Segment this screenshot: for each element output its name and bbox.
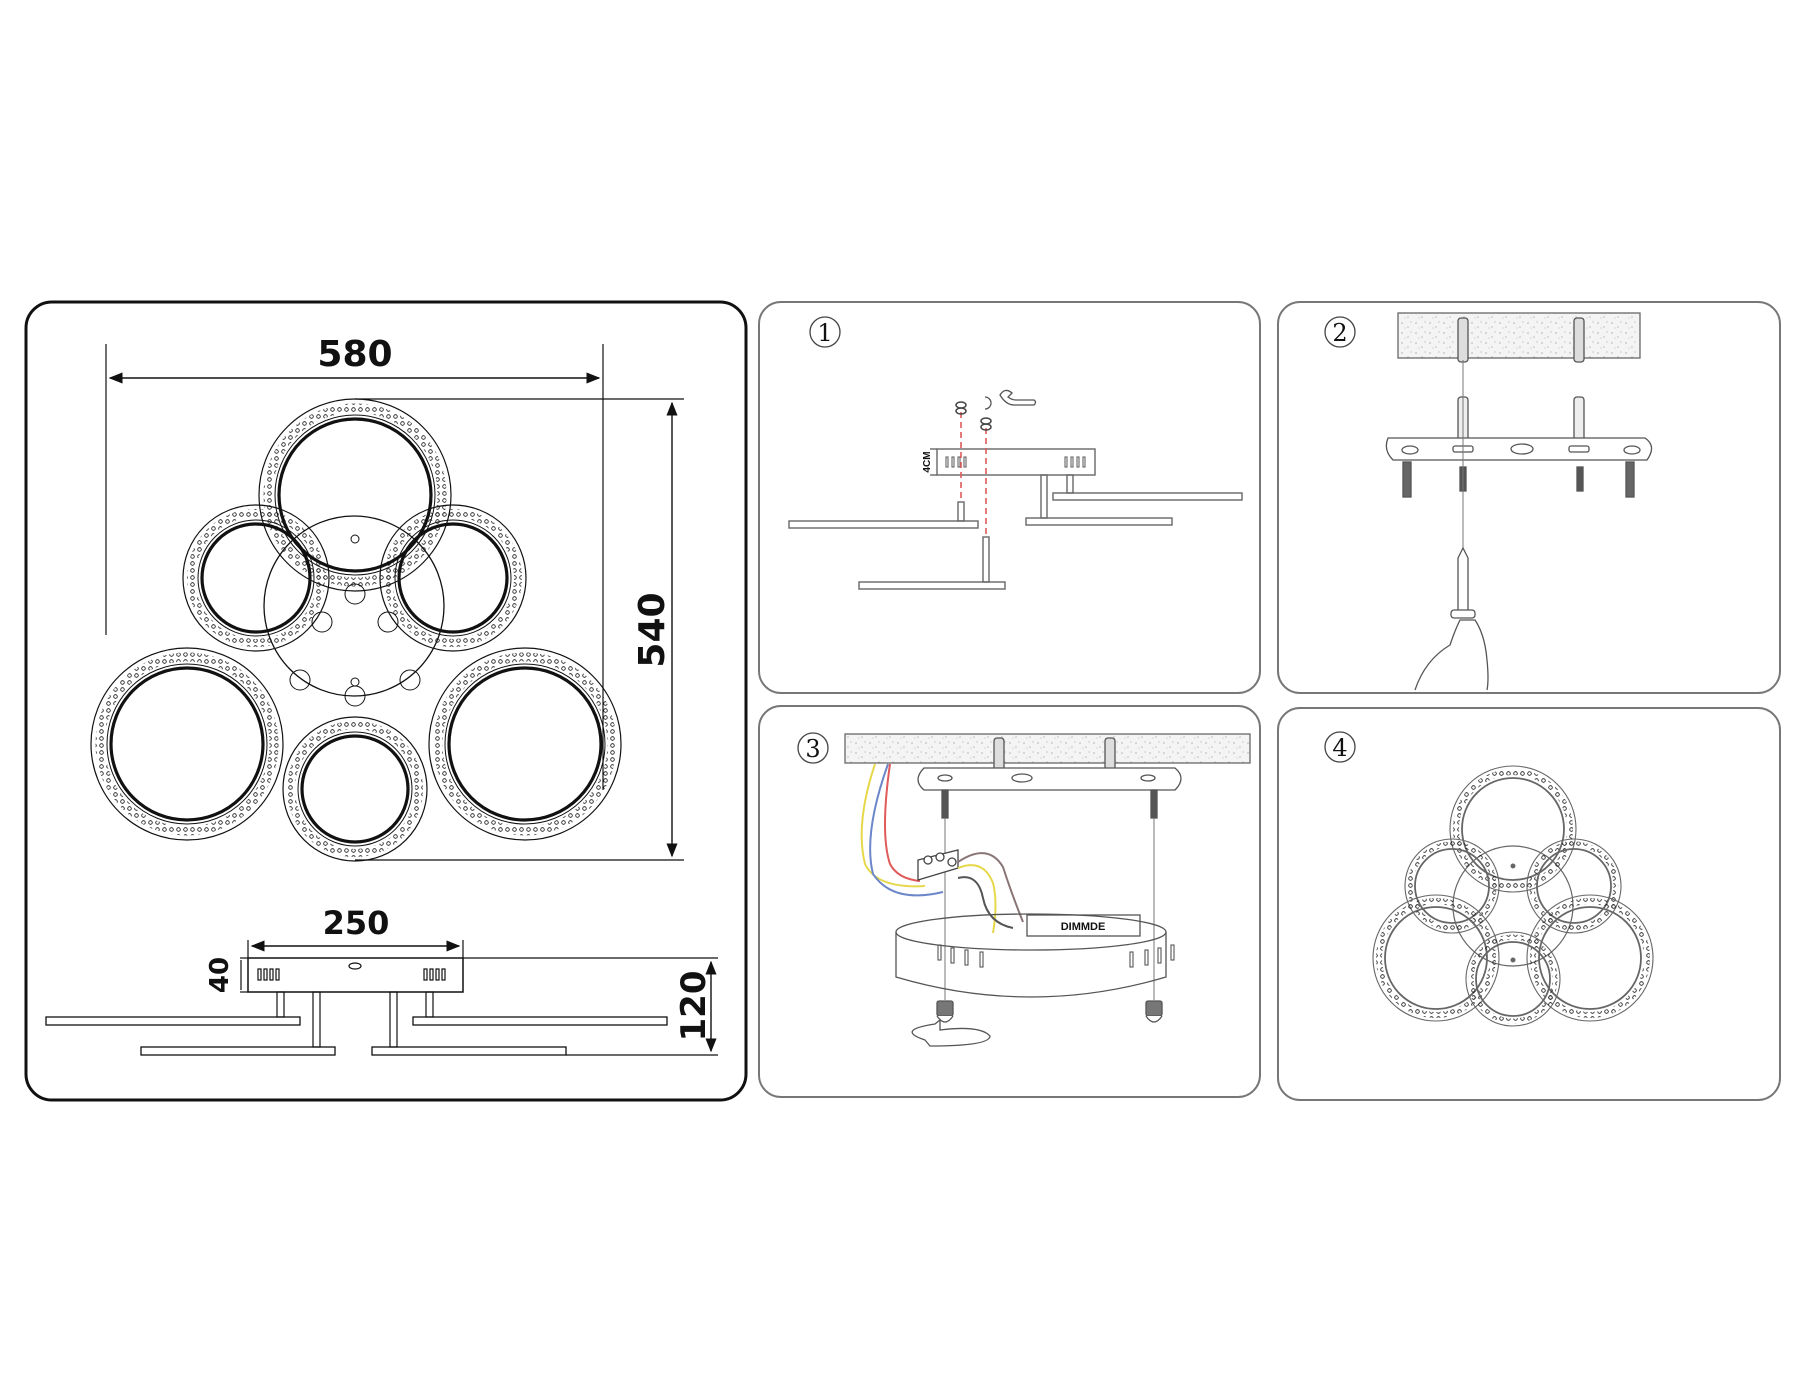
- ring-bottom-center: [282, 716, 428, 862]
- ring-mid-right: [379, 504, 527, 652]
- mounting-bracket: [917, 767, 1182, 791]
- ceiling-block: [844, 733, 1251, 764]
- height-dimension: 540: [355, 398, 684, 861]
- hand-icon: [1414, 619, 1489, 691]
- step-3-number: 3: [805, 735, 820, 763]
- step-1-illustration: 4CM: [788, 389, 1243, 590]
- cap-nut-icon: [1145, 1000, 1163, 1017]
- step-3-panel: 3: [758, 705, 1261, 1098]
- screwdriver-icon: [1457, 546, 1469, 614]
- step-3-illustration: DIMMDE: [844, 733, 1251, 1047]
- step-2-number: 2: [1332, 319, 1347, 347]
- canopy-width-label: 250: [323, 904, 390, 942]
- wrench-icon: [984, 389, 1037, 410]
- lamp-top-view: [90, 398, 622, 862]
- ring-mid-left: [182, 504, 330, 652]
- ring-bottom-right: [428, 647, 622, 841]
- ceiling-block: [1397, 312, 1641, 359]
- width-dimension: 580: [105, 334, 604, 790]
- step-2-illustration: [1385, 312, 1653, 691]
- width-label: 580: [317, 334, 392, 375]
- lamp-side-view: 250 40: [45, 904, 718, 1056]
- rotate-arrow-icon: [911, 1018, 991, 1047]
- ring-bottom-left: [90, 647, 284, 841]
- height-label: 540: [632, 592, 673, 667]
- ring-top: [258, 398, 452, 592]
- terminal-block-icon: [917, 849, 959, 881]
- step-1-annotation: 4CM: [922, 451, 933, 472]
- step-4-number: 4: [1332, 734, 1347, 762]
- driver-label: DIMMDE: [1061, 921, 1106, 933]
- cap-nut-icon: [936, 1000, 954, 1017]
- mounting-bracket: [1385, 437, 1653, 461]
- nut-icon: [955, 401, 992, 431]
- step-1-number: 1: [817, 319, 832, 347]
- dimensions-panel: 580 540: [24, 300, 748, 1102]
- step-1-panel: 1 4CM: [758, 301, 1261, 694]
- step-2-panel: 2: [1277, 301, 1781, 694]
- total-height-label: 120: [674, 971, 714, 1042]
- step-4-assembled-lamp: [1372, 765, 1654, 1027]
- canopy-height-label: 40: [205, 957, 235, 993]
- step-4-panel: 4: [1277, 707, 1781, 1101]
